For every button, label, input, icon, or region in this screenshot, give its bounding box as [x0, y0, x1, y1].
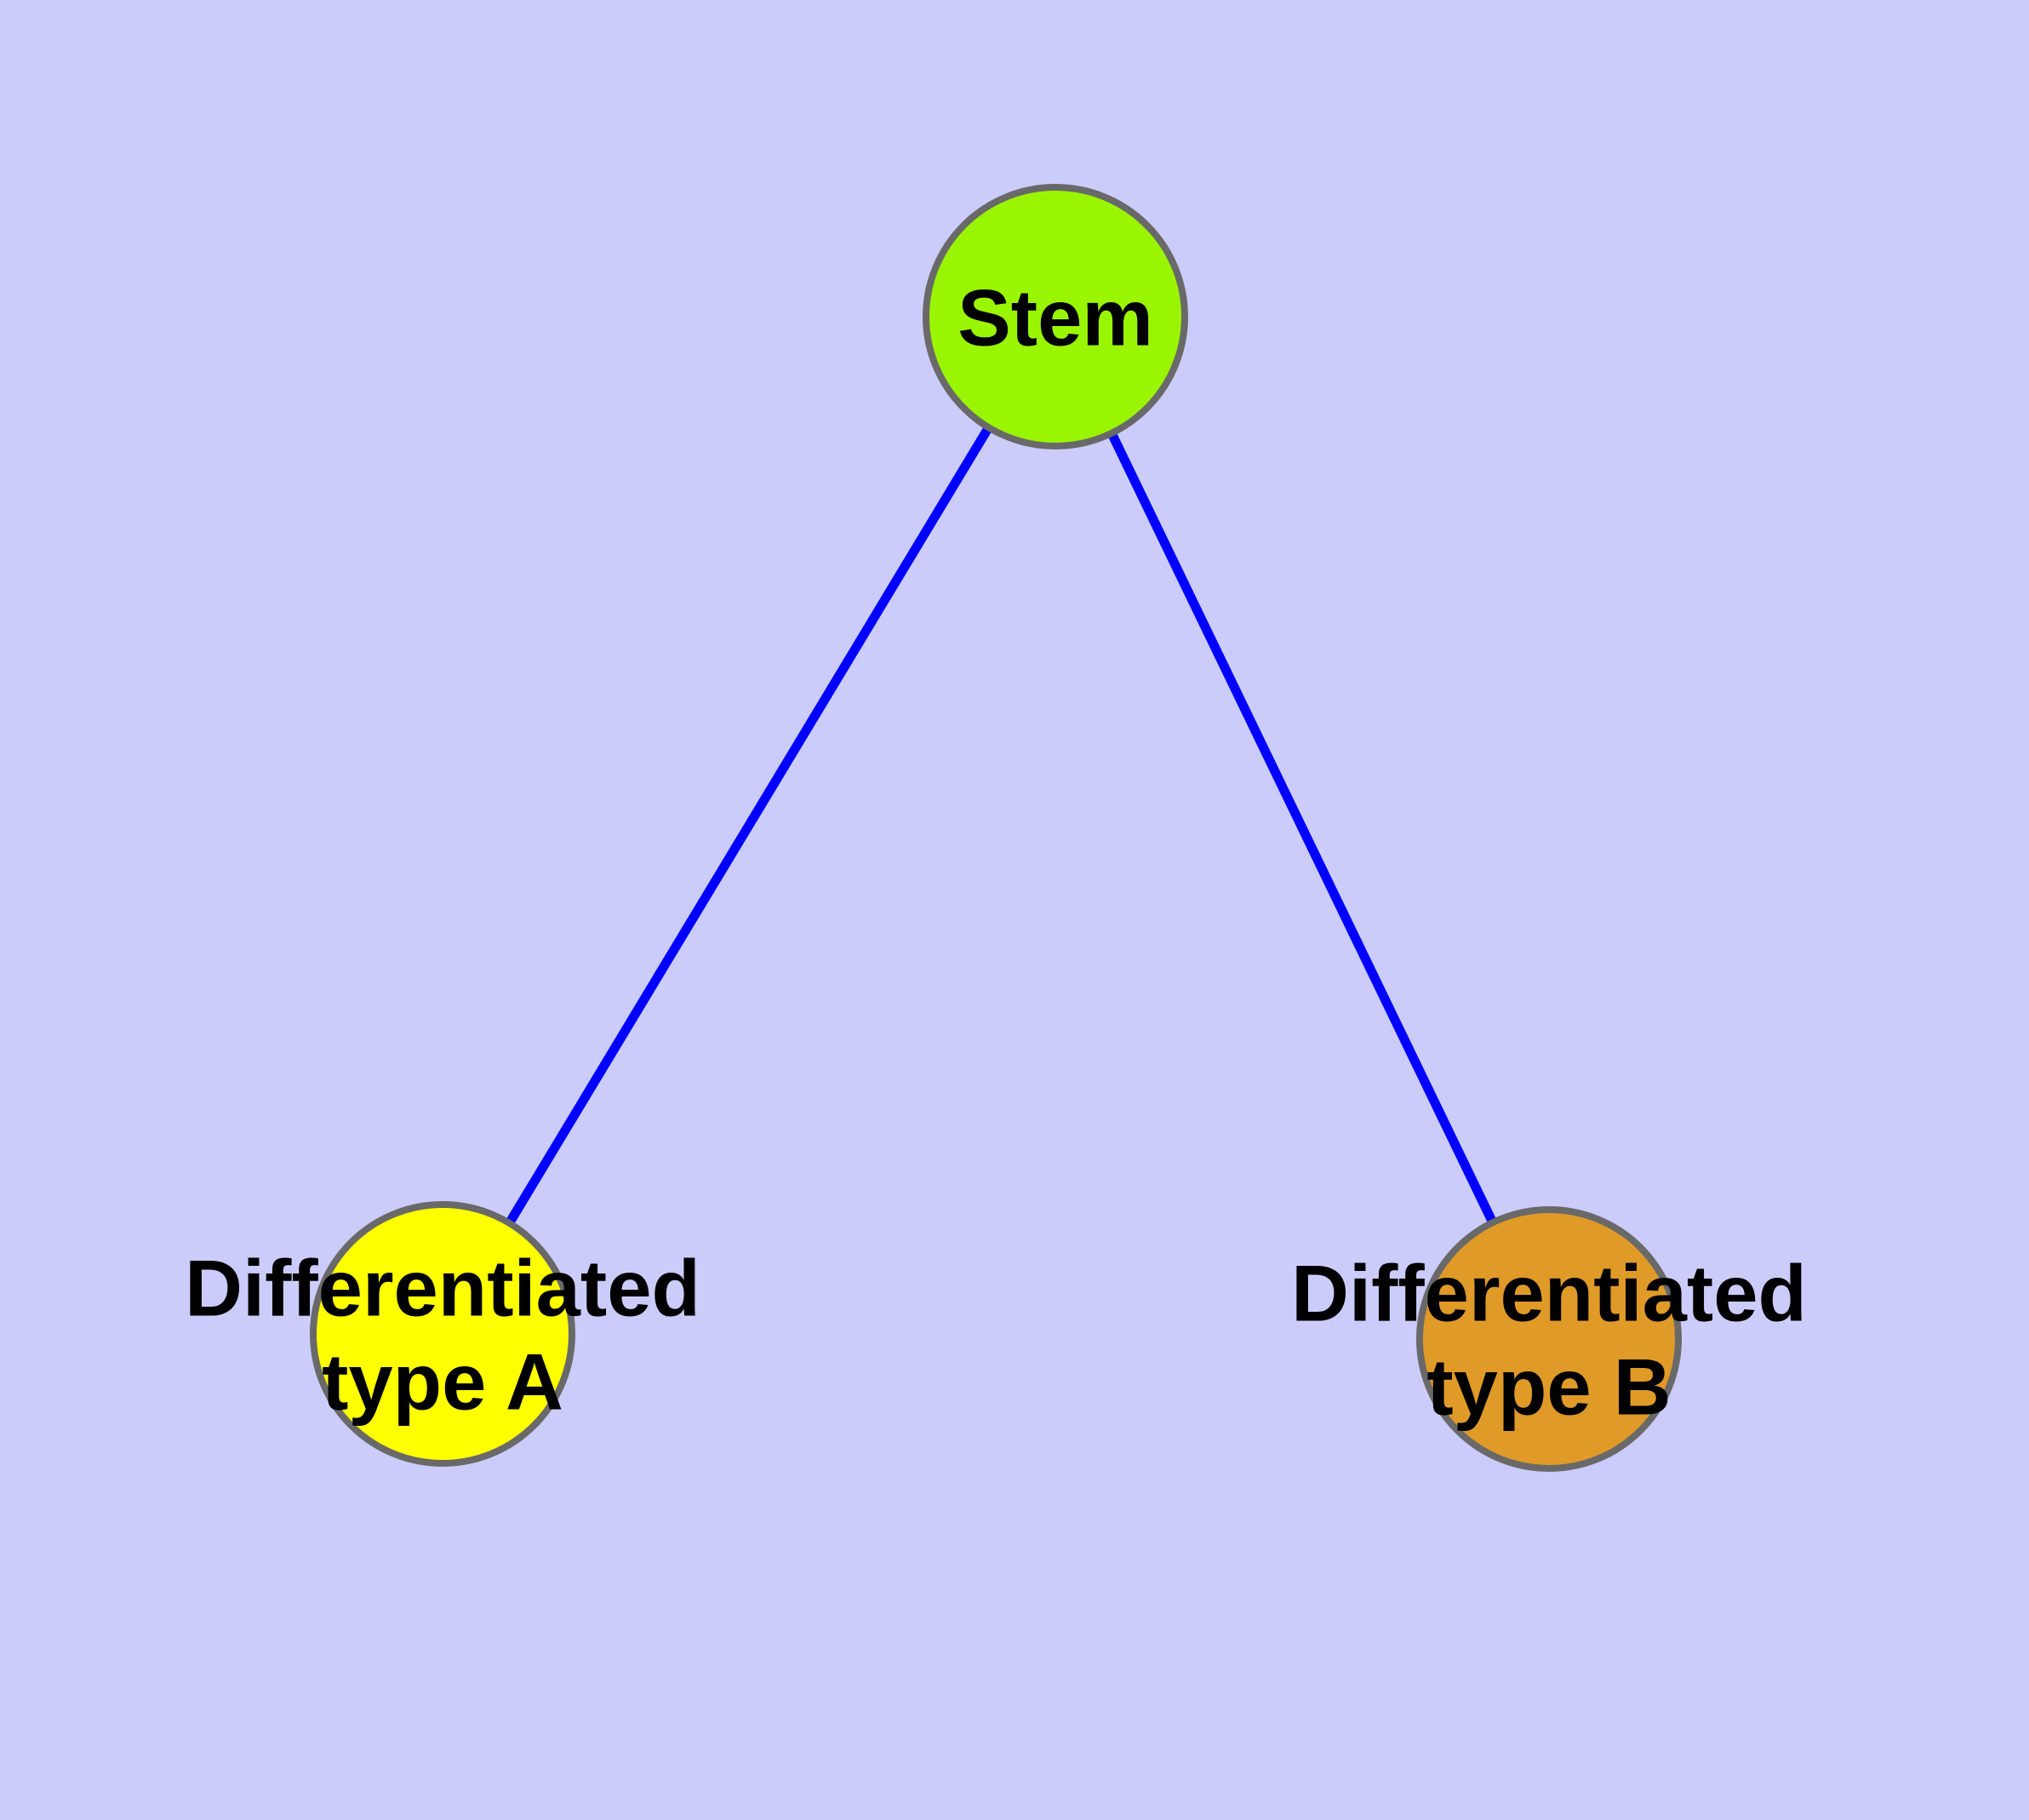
graph-edge-stem-to-diff-a[interactable]: [504, 423, 994, 1228]
graph-node-label-line: type A: [322, 1336, 563, 1426]
graph-node-label-line: Stem: [957, 272, 1153, 362]
graph-node-stem[interactable]: [923, 184, 1188, 449]
graph-node-label-stem: Stem: [957, 272, 1153, 362]
graph-node-diff-b[interactable]: [1416, 1206, 1682, 1472]
graph-node-label-line: Differentiated: [185, 1243, 700, 1332]
graph-node-label-line: type B: [1426, 1342, 1671, 1431]
graph-node-diff-a[interactable]: [310, 1201, 575, 1467]
nodes-layer: [310, 184, 1682, 1472]
graph-node-label-line: Differentiated: [1291, 1248, 1807, 1337]
edges-layer: [504, 423, 1498, 1228]
graph-edge-stem-to-diff-b[interactable]: [1106, 429, 1498, 1227]
